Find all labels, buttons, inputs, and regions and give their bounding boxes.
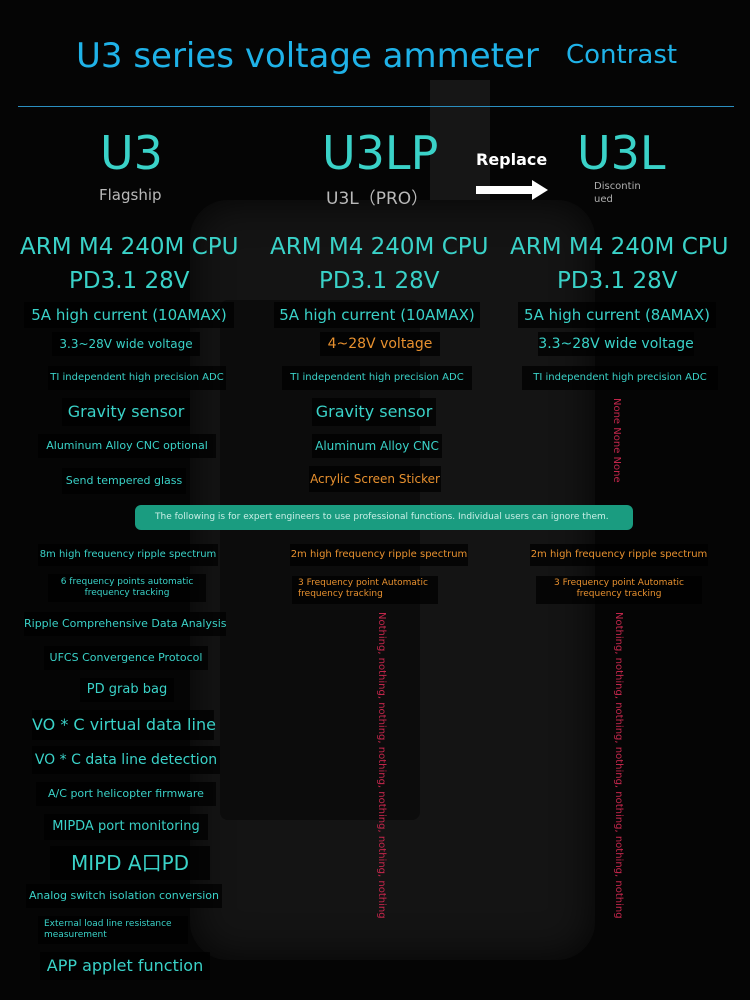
u3lp-gravity: Gravity sensor	[312, 398, 436, 426]
u3-ufcs: UFCS Convergence Protocol	[44, 646, 208, 670]
u3lp-pd: PD3.1 28V	[319, 268, 440, 294]
u3l-nothing-vertical: Nothing, nothing, nothing, nothing, noth…	[613, 612, 624, 919]
u3l-adc: TI independent high precision ADC	[522, 366, 718, 390]
u3-pd: PD3.1 28V	[69, 268, 190, 294]
u3-detect: VO * C data line detection	[32, 746, 220, 774]
u3l-tracking: 3 Frequency point Automatic frequency tr…	[536, 576, 702, 604]
model-u3l-sub: Discontin ued	[594, 181, 641, 205]
u3-adc: TI independent high precision ADC	[48, 366, 226, 390]
u3-tracking: 6 frequency points automatic frequency t…	[48, 574, 206, 602]
u3lp-ripple: 2m high frequency ripple spectrum	[290, 544, 468, 566]
u3lp-current: 5A high current (10AMAX)	[274, 302, 480, 328]
u3lp-nothing-vertical: Nothing, nothing, nothing, nothing, noth…	[376, 612, 387, 919]
model-u3lp-sub: U3L（PRO）	[326, 189, 429, 209]
u3-mipd: MIPD A口PD	[50, 846, 210, 880]
u3-current: 5A high current (10AMAX)	[24, 302, 234, 328]
u3lp-sticker: Acrylic Screen Sticker	[309, 466, 441, 492]
replace-arrowhead-icon	[532, 180, 548, 200]
u3l-pd: PD3.1 28V	[557, 268, 678, 294]
u3-alloy: Aluminum Alloy CNC optional	[38, 434, 216, 458]
replace-label: Replace	[476, 150, 548, 169]
u3-glass: Send tempered glass	[62, 468, 186, 494]
u3-ripple: 8m high frequency ripple spectrum	[38, 544, 218, 566]
header-divider	[18, 106, 734, 107]
u3lp-tracking: 3 Frequency point Automatic frequency tr…	[292, 576, 438, 604]
u3l-cpu: ARM M4 240M CPU	[510, 234, 729, 260]
u3l-voltage: 3.3~28V wide voltage	[538, 332, 694, 356]
u3-voltage: 3.3~28V wide voltage	[52, 332, 200, 356]
u3l-none-vertical: None None None	[611, 398, 622, 483]
u3-resistance: External load line resistance measuremen…	[38, 916, 188, 944]
u3lp-cpu: ARM M4 240M CPU	[270, 234, 489, 260]
u3-gravity: Gravity sensor	[62, 398, 190, 426]
device-plug	[430, 80, 490, 200]
u3-switch: Analog switch isolation conversion	[26, 884, 222, 908]
u3l-current: 5A high current (8AMAX)	[518, 302, 716, 328]
model-u3-sub: Flagship	[99, 186, 162, 204]
u3lp-adc: TI independent high precision ADC	[282, 366, 472, 390]
u3lp-voltage: 4~28V voltage	[320, 332, 440, 356]
u3-firmware: A/C port helicopter firmware	[36, 782, 216, 806]
model-u3lp-name: U3LP	[322, 126, 439, 180]
contrast-label: Contrast	[566, 40, 678, 70]
u3lp-alloy: Aluminum Alloy CNC	[312, 434, 442, 458]
page-title: U3 series voltage ammeter	[76, 36, 539, 76]
u3-grab: PD grab bag	[80, 678, 174, 702]
u3-virtual: VO * C virtual data line	[32, 710, 216, 740]
u3-app: APP applet function	[40, 952, 210, 980]
replace-arrow-icon	[476, 186, 532, 194]
u3-cpu: ARM M4 240M CPU	[20, 234, 239, 260]
expert-banner: The following is for expert engineers to…	[135, 505, 633, 530]
u3-analysis: Ripple Comprehensive Data Analysis	[24, 612, 227, 636]
u3l-ripple: 2m high frequency ripple spectrum	[530, 544, 708, 566]
model-u3l-name: U3L	[577, 126, 666, 180]
model-u3-name: U3	[100, 126, 163, 180]
u3-monitor: MIPDA port monitoring	[44, 814, 208, 840]
